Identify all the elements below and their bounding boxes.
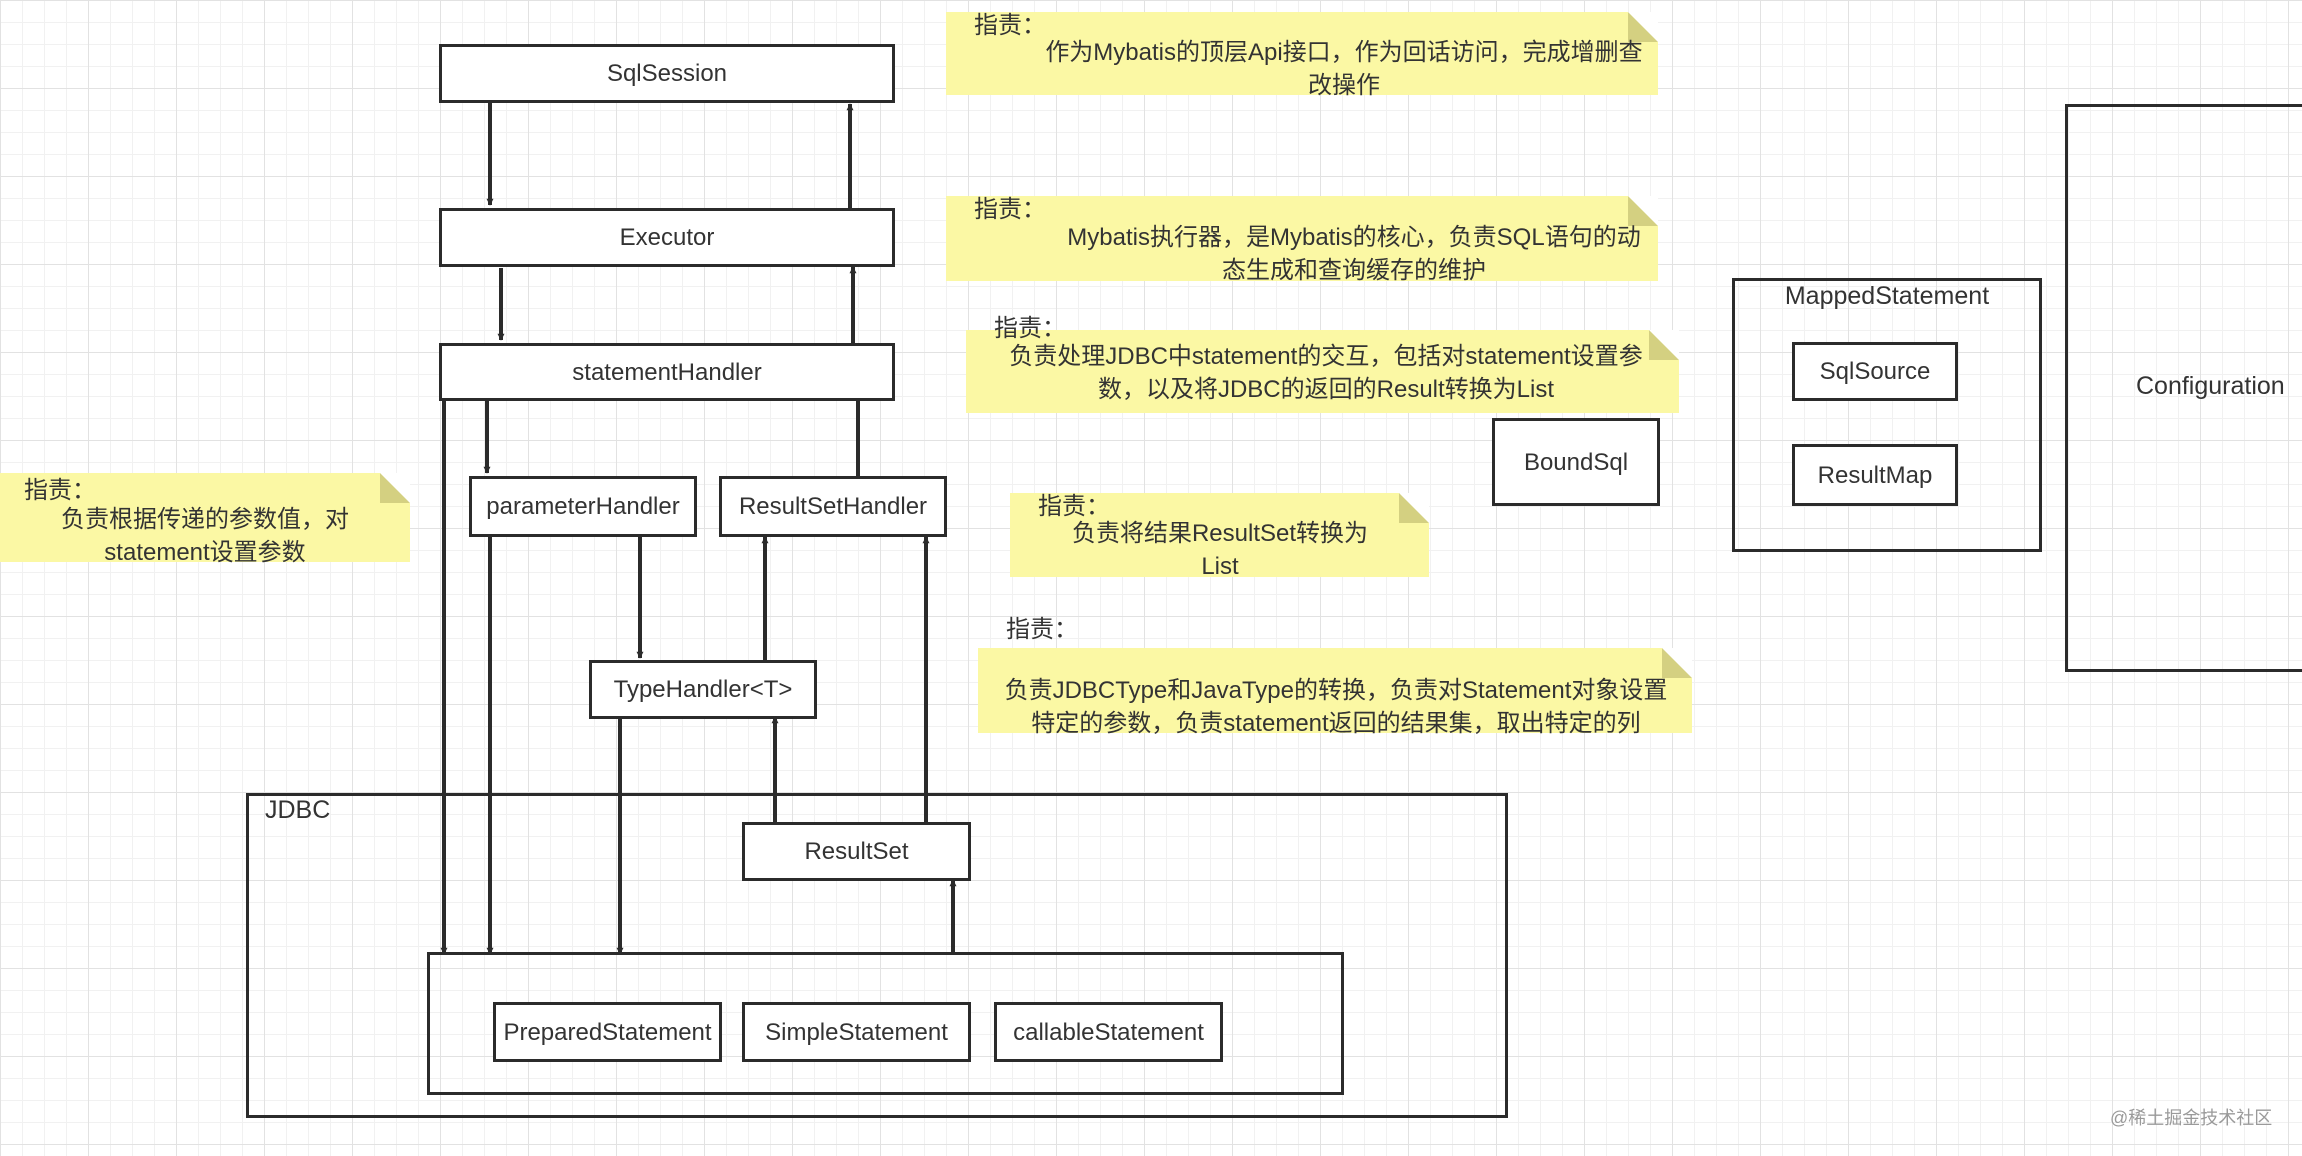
note-typehandler <box>978 648 1692 733</box>
note-parameterhandler-label: 指责： <box>24 477 96 504</box>
executor-box[interactable]: Executor <box>439 208 895 267</box>
note-statementhandler <box>966 330 1679 413</box>
resultsethandler-box[interactable]: ResultSetHandler <box>719 476 947 537</box>
preparedstatement-box[interactable]: PreparedStatement <box>493 1002 722 1062</box>
statementhandler-box[interactable]: statementHandler <box>439 343 895 401</box>
configuration-container <box>2065 104 2302 672</box>
note-sqlsession-label: 指责： <box>974 12 1046 39</box>
note-executor-text: Mybatis执行器，是Mybatis的核心，负责SQL语句的动态生成和查询缓存… <box>1067 224 1641 284</box>
note-resultsethandler-label: 指责： <box>1038 493 1110 520</box>
note-typehandler-label: 指责： <box>1006 616 1078 643</box>
mappedstatement-label: MappedStatement <box>1784 282 1990 310</box>
configuration-label: Configuration <box>2136 372 2285 400</box>
mappedstatement-container <box>1732 278 2042 552</box>
boundsql-box[interactable]: BoundSql <box>1492 418 1660 506</box>
watermark: @稀土掘金技术社区 <box>2110 1108 2273 1128</box>
callablestatement-box[interactable]: callableStatement <box>994 1002 1223 1062</box>
jdbc-label: JDBC <box>265 796 331 824</box>
note-statementhandler-text: 负责处理JDBC中statement的交互，包括对statement设置参数，以… <box>1009 343 1643 403</box>
note-statementhandler-label: 指责： <box>994 315 1066 342</box>
note-parameterhandler-text: 负责根据传递的参数值，对statement设置参数 <box>61 506 349 566</box>
resultmap-box[interactable]: ResultMap <box>1792 444 1958 506</box>
note-sqlsession-text: 作为Mybatis的顶层Api接口，作为回话访问，完成增删查改操作 <box>1045 39 1643 99</box>
note-executor <box>946 196 1658 281</box>
note-executor-label: 指责： <box>974 196 1046 223</box>
simplestatement-box[interactable]: SimpleStatement <box>742 1002 971 1062</box>
jdbc-container <box>246 793 1508 1118</box>
note-resultsethandler-text: 负责将结果ResultSet转换为List <box>1071 520 1369 580</box>
note-sqlsession <box>946 12 1658 95</box>
note-typehandler-text: 负责JDBCType和JavaType的转换，负责对Statement对象设置特… <box>1004 677 1668 737</box>
resultset-box[interactable]: ResultSet <box>742 822 971 881</box>
note-resultsethandler <box>1010 493 1429 577</box>
note-parameterhandler <box>0 473 410 562</box>
statement-group <box>427 952 1344 1095</box>
sqlsource-box[interactable]: SqlSource <box>1792 342 1958 401</box>
typehandler-box[interactable]: TypeHandler<T> <box>589 660 817 719</box>
sqlsession-box[interactable]: SqlSession <box>439 44 895 103</box>
parameterhandler-box[interactable]: parameterHandler <box>469 476 697 537</box>
